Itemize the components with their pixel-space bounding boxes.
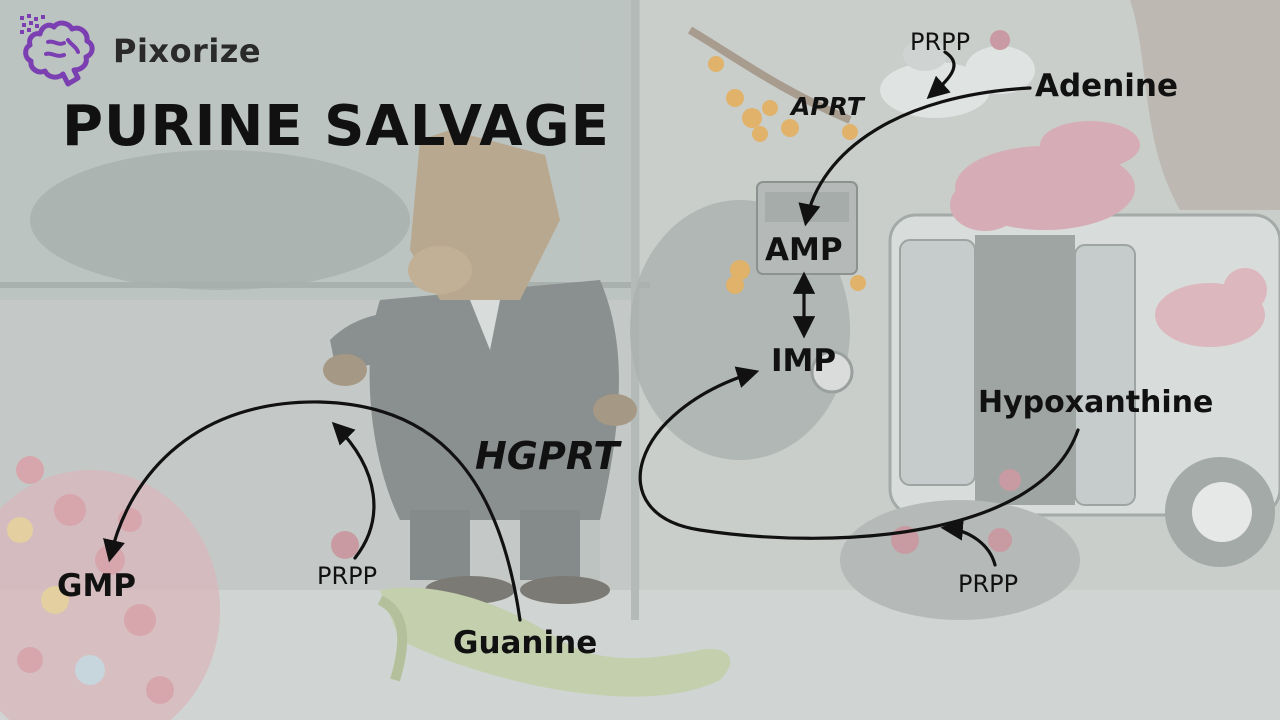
hgprt-enzyme-label: HGPRT xyxy=(475,434,620,478)
arrow-prpp-left xyxy=(331,421,376,560)
page-title: PURINE SALVAGE xyxy=(62,94,610,159)
prpp-label-right: PRPP xyxy=(958,570,1019,598)
gmp-label: GMP xyxy=(57,568,137,604)
brand: Pixorize xyxy=(18,12,278,88)
imp-label: IMP xyxy=(771,343,837,379)
aprt-enzyme-label: APRT xyxy=(791,92,864,121)
tree-trunk xyxy=(1130,0,1280,210)
tree-branch xyxy=(687,26,852,124)
brain-logo-icon xyxy=(20,14,95,87)
arrow-adenine-to-amp xyxy=(798,86,1032,227)
flower-prpp-left xyxy=(331,531,359,559)
arrow-guanine-to-gmp xyxy=(103,400,522,622)
orange-fruit-cluster xyxy=(708,56,866,294)
brand-name: Pixorize xyxy=(113,32,262,70)
arrow-prpp-top xyxy=(926,50,956,99)
boar-in-suit-illustration xyxy=(323,130,637,604)
pathway-arrows xyxy=(103,50,1080,622)
arrow-prpp-right xyxy=(940,518,997,567)
prpp-label-left: PRPP xyxy=(317,562,378,590)
prpp-label-top: PRPP xyxy=(910,28,971,56)
guanine-label: Guanine xyxy=(453,625,598,661)
adenine-label: Adenine xyxy=(1035,68,1178,104)
imp-disc-illustration xyxy=(810,350,854,394)
amp-label: AMP xyxy=(765,232,843,268)
flower-pile-right xyxy=(840,469,1080,620)
arrow-hypoxanthine-to-imp xyxy=(638,366,1080,540)
foliage xyxy=(30,150,410,290)
iguana-illustration xyxy=(377,587,731,697)
hypoxanthine-label: Hypoxanthine xyxy=(978,385,1214,420)
flower-prpp-top xyxy=(990,30,1010,50)
flower-pile-left xyxy=(0,456,220,720)
hippo-illustration xyxy=(950,121,1140,231)
van-illustration xyxy=(888,213,1280,567)
